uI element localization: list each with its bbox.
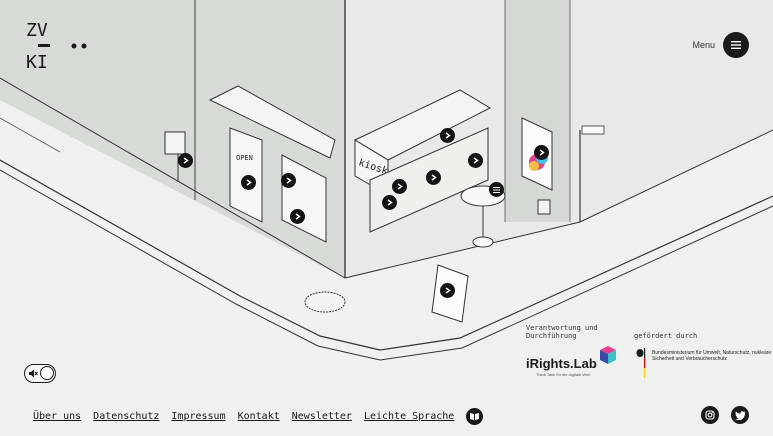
partners-block: Verantwortung und Durchführung iRights.L… xyxy=(526,324,771,384)
menu-control: Menu xyxy=(692,32,749,58)
responsible-label: Verantwortung und Durchführung xyxy=(526,324,598,340)
footer-link-newsletter[interactable]: Newsletter xyxy=(291,411,352,422)
federal-eagle-icon xyxy=(636,348,646,378)
irights-tagline: Think Tank für die digitale Welt xyxy=(536,372,591,377)
open-sign: OPEN xyxy=(236,154,253,162)
footer-link-about[interactable]: Über uns xyxy=(33,411,82,422)
menu-button[interactable] xyxy=(723,32,749,58)
toggle-knob xyxy=(40,366,54,380)
social-links xyxy=(701,406,749,424)
zvki-logo[interactable]: ZV KI xyxy=(26,20,92,72)
hotspot-table-menu[interactable] xyxy=(489,182,504,197)
footer-link-imprint[interactable]: Impressum xyxy=(171,411,226,422)
footer-link-privacy[interactable]: Datenschutz xyxy=(93,411,160,422)
ministry-name[interactable]: Bundesministerium für Umwelt, Naturschut… xyxy=(652,350,772,362)
hotspot-kiosk-counter[interactable] xyxy=(382,195,397,210)
hotspot-kiosk-left[interactable] xyxy=(392,179,407,194)
speaker-muted-icon xyxy=(29,369,38,378)
footer-nav: Über uns Datenschutz Impressum Kontakt N… xyxy=(33,408,484,425)
shop-doorway-shade xyxy=(505,0,570,222)
irights-logo[interactable]: iRights.Lab xyxy=(526,356,597,371)
logo-text-bottom: KI xyxy=(26,52,48,72)
mailbox xyxy=(164,131,186,155)
chevron-right-icon xyxy=(473,157,479,164)
hotspot-kiosk-top[interactable] xyxy=(440,128,455,143)
menu-lines-icon xyxy=(493,186,500,193)
chevron-right-icon xyxy=(445,132,451,139)
bucket xyxy=(537,199,551,215)
hotspot-shop-window-bottom[interactable] xyxy=(290,209,305,224)
hotspot-shop-window-top[interactable] xyxy=(281,173,296,188)
easy-language-icon[interactable] xyxy=(466,408,484,425)
chevron-right-icon xyxy=(286,177,292,184)
logo-text-top: ZV xyxy=(26,20,48,41)
chevron-right-icon xyxy=(246,179,252,186)
footer-link-easy-language[interactable]: Leichte Sprache xyxy=(363,411,455,422)
chevron-right-icon xyxy=(445,287,451,294)
funded-label: gefördert durch xyxy=(634,332,698,340)
chevron-right-icon xyxy=(295,213,301,220)
hamburger-icon xyxy=(731,41,741,49)
menu-label: Menu xyxy=(692,40,715,50)
chevron-right-icon xyxy=(387,199,393,206)
hotspot-poster[interactable] xyxy=(534,145,549,160)
chevron-right-icon xyxy=(539,149,545,156)
chevron-right-icon xyxy=(183,157,189,164)
twitter-icon[interactable] xyxy=(731,406,749,424)
instagram-icon[interactable] xyxy=(701,406,719,424)
chevron-right-icon xyxy=(397,183,403,190)
hotspot-mailbox[interactable] xyxy=(178,153,193,168)
hotspot-kiosk-right[interactable] xyxy=(468,153,483,168)
sound-toggle[interactable] xyxy=(24,364,56,383)
street-sign xyxy=(581,125,605,135)
hotspot-shop-door[interactable] xyxy=(241,175,256,190)
footer-link-contact[interactable]: Kontakt xyxy=(237,411,280,422)
hotspot-sidewalk-sign[interactable] xyxy=(440,283,455,298)
chevron-right-icon xyxy=(431,174,437,181)
manhole-cover xyxy=(304,291,346,313)
irights-cube-icon xyxy=(600,346,616,364)
hotspot-kiosk-middle[interactable] xyxy=(426,170,441,185)
